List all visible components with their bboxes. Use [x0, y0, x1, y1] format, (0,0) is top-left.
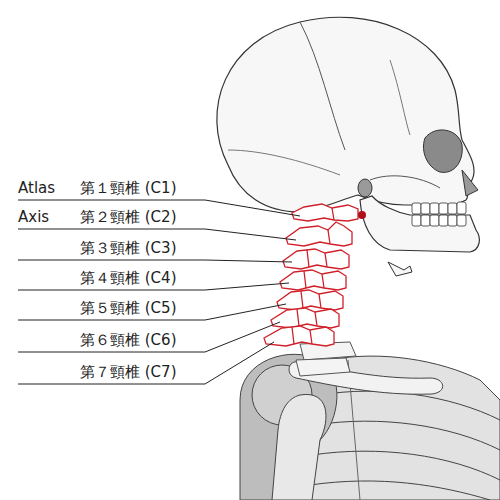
vertebra-label: 第３頸椎 (C3) [80, 239, 177, 257]
vertebra-latin-name: Atlas [18, 179, 55, 197]
vertebra-latin-name: Axis [18, 208, 49, 226]
vertebra-label: 第４頸椎 (C4) [80, 269, 177, 287]
vertebra-label: 第１頸椎 (C1) [80, 179, 177, 197]
vertebra-label: 第６頸椎 (C6) [80, 331, 177, 349]
vertebra-label: 第７頸椎 (C7) [80, 363, 177, 381]
vertebra-label: 第５頸椎 (C5) [80, 299, 177, 317]
vertebra-label: 第２頸椎 (C2) [80, 208, 177, 226]
